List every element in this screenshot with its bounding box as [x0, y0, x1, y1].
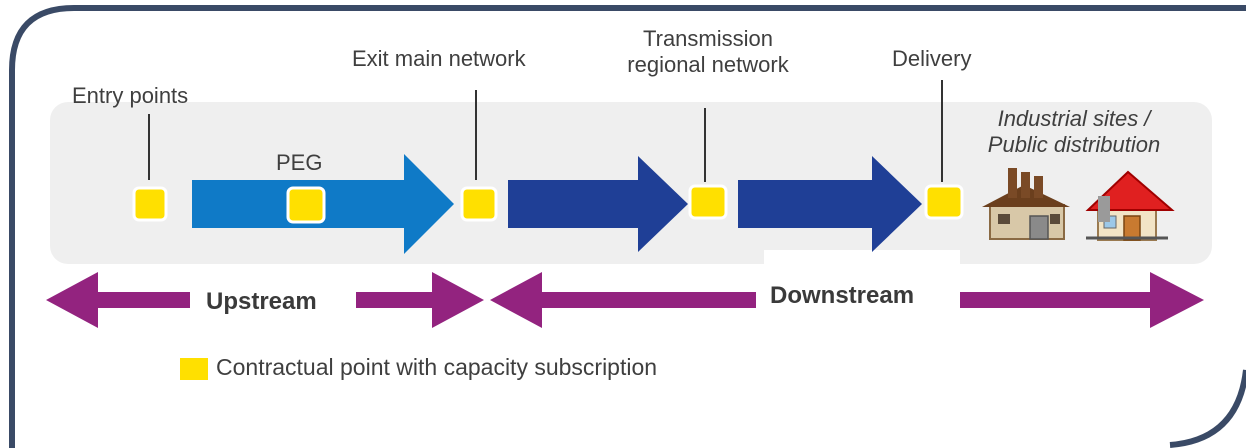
contract-point-peg — [286, 186, 326, 224]
legend-swatch — [180, 358, 208, 380]
upstream-right-arrow — [356, 272, 484, 328]
transmission-regional-label: Transmission regional network — [608, 26, 808, 79]
upstream-label: Upstream — [206, 288, 317, 315]
contract-point-transmission — [688, 184, 728, 220]
outer-frame-bottom — [1169, 369, 1246, 448]
peg-label: PEG — [276, 150, 323, 175]
entry-points-label: Entry points — [72, 83, 189, 108]
contract-point-entry — [132, 186, 168, 222]
delivery-label: Delivery — [892, 46, 972, 71]
band-notch — [764, 250, 960, 270]
downstream-right-arrow — [960, 272, 1204, 328]
outer-frame — [9, 5, 1246, 448]
destination-label-line1: Industrial sites / — [997, 106, 1151, 131]
legend-text: Contractual point with capacity subscrip… — [216, 354, 658, 380]
upstream-left-arrow — [46, 272, 190, 328]
contract-point-delivery — [924, 184, 964, 220]
regional-network-flow-arrow — [738, 156, 922, 252]
factory-icon — [982, 168, 1070, 240]
destination-label: Industrial sites / Public distribution — [960, 106, 1188, 159]
downstream-label: Downstream — [770, 282, 915, 309]
transmission-label-line1: Transmission — [643, 26, 773, 51]
destination-label-line2: Public distribution — [987, 132, 1161, 158]
downstream-left-arrow — [490, 272, 756, 328]
main-network-flow-arrow — [508, 156, 688, 252]
exit-main-network-label: Exit main network — [352, 46, 526, 71]
house-icon — [1085, 170, 1175, 241]
transmission-label-line2: regional network — [627, 52, 789, 78]
contract-point-exit-main — [460, 186, 498, 222]
